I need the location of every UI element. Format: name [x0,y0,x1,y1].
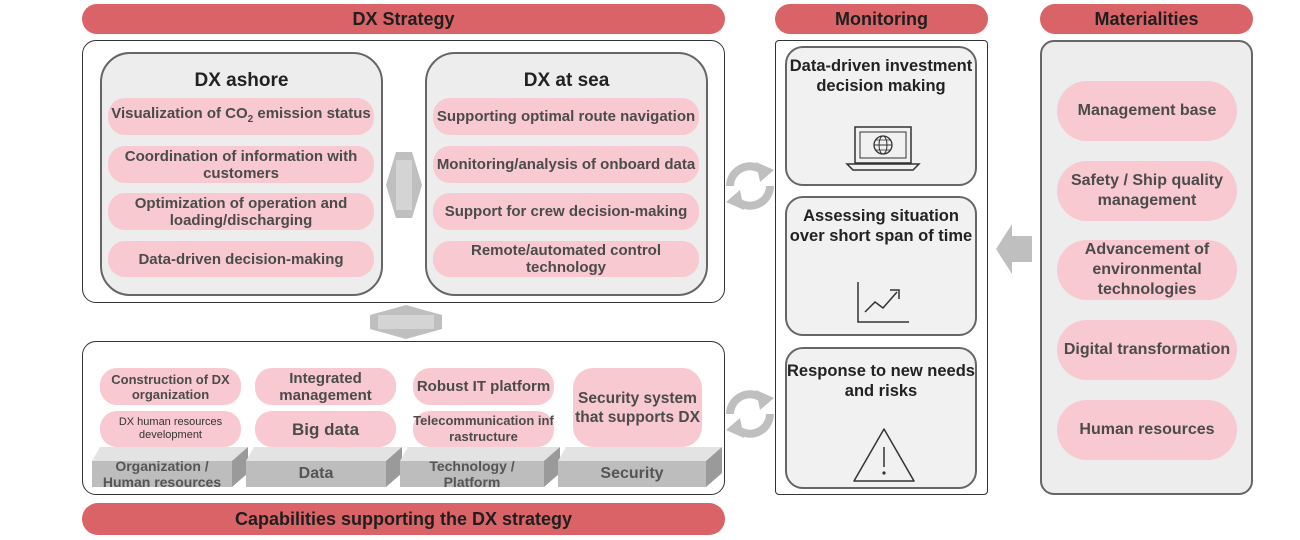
technology-base-top [400,447,560,461]
security-base: Security [558,461,706,487]
co2-text-post: emission status [253,105,371,122]
dx-at-sea-item-remote: Remote/automated control technology [433,241,699,277]
strategy-capabilities-double-arrow-icon [370,305,442,339]
dx-at-sea-title: DX at sea [523,70,610,91]
capability-dx-organization: Construction of DX organization [100,368,241,405]
materiality-environmental-technologies: Advancement of environmental technologie… [1057,240,1237,300]
dx-at-sea-item-crew: Support for crew decision-making [433,193,699,230]
capability-dx-hr-development: DX human resources development [100,411,241,447]
monitoring-banner: Monitoring [775,4,988,34]
organization-base-label: Organization / Human resources [102,458,222,490]
materialities-to-monitoring-arrow-icon [996,224,1032,274]
monitoring-banner-label: Monitoring [835,8,928,29]
materiality-human-resources: Human resources [1057,400,1237,460]
dx-ashore-item-coordination: Coordination of information with custome… [108,146,374,183]
capability-big-data: Big data [255,411,396,447]
materiality-digital-transformation: Digital transformation [1057,320,1237,380]
dx-ashore-item-optimization: Optimization of operation and loading/di… [108,193,374,230]
materiality-management-base: Management base [1057,81,1237,141]
technology-base: Technology / Platform [400,458,544,490]
data-base-top [246,447,402,461]
dx-ashore-item-co2: Visualization of CO2 emission status [108,98,374,135]
capabilities-banner: Capabilities supporting the DX strategy [82,503,725,535]
warning-icon [853,428,915,482]
dx-strategy-banner: DX Strategy [82,4,725,34]
dx-strategy-banner-label: DX Strategy [352,8,455,29]
security-base-top [558,447,722,461]
dx-at-sea-item-monitoring: Monitoring/analysis of onboard data [433,146,699,183]
materiality-safety-ship-quality: Safety / Ship quality management [1057,161,1237,221]
technology-base-label: Technology / Platform [429,458,515,490]
cycle-arrows-icon-top [726,162,774,210]
capability-robust-it-platform: Robust IT platform [413,368,554,405]
co2-subscript: 2 [247,114,254,125]
organization-base: Organization / Human resources [92,458,232,490]
capability-security-system: Security system that supports DX [573,368,702,447]
monitoring-item-investment-label: Data-driven investment decision making [789,57,973,95]
monitoring-item-investment: Data-driven investment decision making [785,46,977,186]
trend-chart-icon [857,282,909,323]
materialities-banner-label: Materialities [1094,8,1199,29]
cycle-arrows-icon-bottom [726,390,774,438]
monitoring-item-response-label: Response to new needs and risks [787,362,975,400]
co2-text-pre: Visualization of CO [111,105,248,122]
capability-telecom-infrastructure: Telecommunication infrastructure [413,411,554,447]
ashore-sea-double-arrow-icon [386,152,422,218]
organization-base-top [92,447,248,461]
monitoring-item-situation-label: Assessing situation over short span of t… [789,207,973,245]
security-base-label: Security [600,465,664,482]
dx-ashore-item-data-driven: Data-driven decision-making [108,241,374,277]
materialities-banner: Materialities [1040,4,1253,34]
data-base-label: Data [298,465,334,482]
dx-ashore-title: DX ashore [194,70,289,91]
dx-ashore-item-co2-text: Visualization of CO2 emission status [111,105,371,128]
monitoring-item-response: Response to new needs and risks [785,347,977,489]
dx-at-sea-item-route: Supporting optimal route navigation [433,98,699,135]
capability-integrated-management: Integrated management [255,368,396,405]
monitoring-item-situation: Assessing situation over short span of t… [785,196,977,336]
data-base: Data [246,461,386,487]
capabilities-banner-label: Capabilities supporting the DX strategy [234,508,573,529]
laptop-globe-icon [845,126,921,171]
